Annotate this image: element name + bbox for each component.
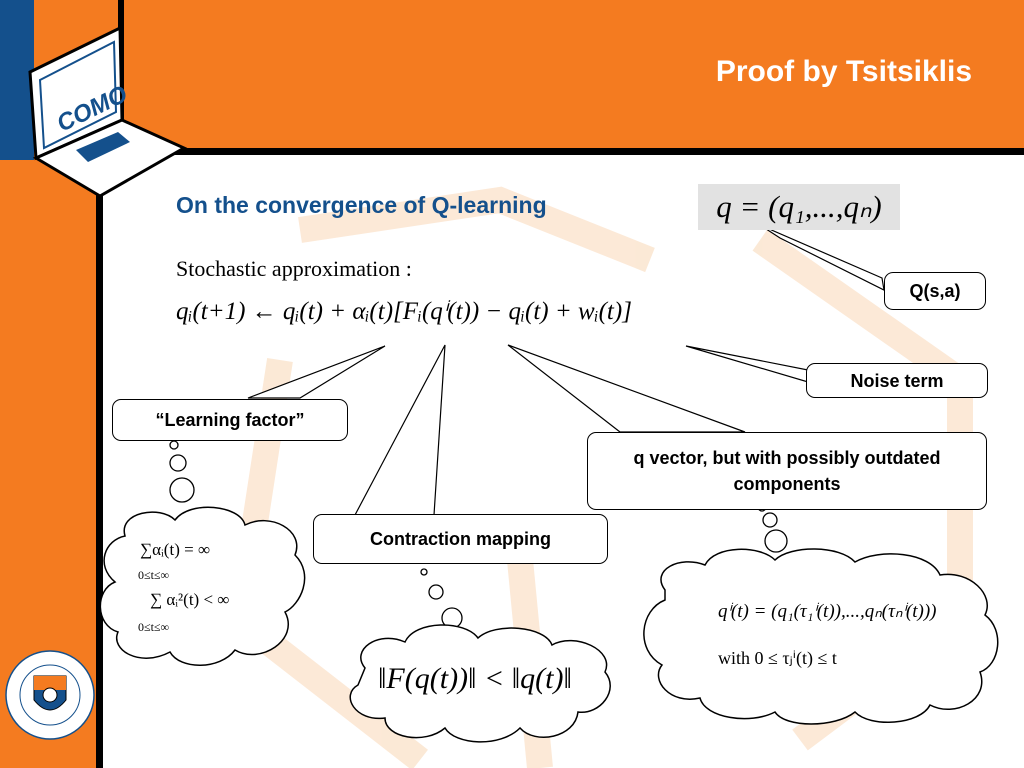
sum-condition-cloud	[99, 506, 306, 666]
q-vector-cloud	[643, 548, 999, 725]
learning-factor-callout: “Learning factor”	[112, 399, 348, 441]
keyboard-icon	[76, 132, 130, 162]
noise-term-callout: Noise term	[806, 363, 988, 398]
frame-line-horizontal	[96, 148, 1024, 155]
outdated-q-vector-formula: qⁱ(t) = (q₁(τ₁ⁱ(t)),...,qₙ(τₙⁱ(t)))	[718, 601, 937, 622]
qsa-callout: Q(s,a)	[884, 272, 986, 310]
university-seal-icon	[5, 650, 95, 740]
q-definition-formula: q = (q₁,...,qₙ)	[698, 184, 900, 230]
subtitle: On the convergence of Q-learning	[176, 192, 547, 218]
update-rule-formula: qᵢ(t+1) ← qᵢ(t) + αᵢ(t)[Fᵢ(qⁱ(t)) − qᵢ(t…	[176, 298, 632, 325]
stochastic-approximation-label: Stochastic approximation :	[176, 256, 412, 281]
contraction-mapping-callout: Contraction mapping	[313, 514, 608, 564]
blue-strip	[0, 0, 34, 160]
q-vector-callout: q vector, but with possibly outdated com…	[587, 432, 987, 510]
frame-line-vertical	[96, 148, 103, 768]
como-logo: COMO	[28, 25, 188, 198]
sum-alpha-formula: ∑αᵢ(t) = ∞	[140, 540, 211, 559]
sum-alpha-squared-range: 0≤t≤∞	[138, 620, 170, 634]
slide-title: Proof by Tsitsiklis	[715, 55, 972, 88]
sum-alpha-range: 0≤t≤∞	[138, 568, 170, 582]
tau-bound-formula: with 0 ≤ τⱼⁱ(t) ≤ t	[718, 648, 837, 668]
header-band	[0, 0, 1024, 150]
norm-inequality-formula: ‖F(q(t))‖ < ‖q(t)‖	[378, 662, 572, 695]
norm-cloud	[349, 624, 611, 743]
sum-alpha-squared-formula: ∑ αᵢ²(t) < ∞	[150, 590, 230, 609]
thought-bubbles	[169, 440, 788, 629]
